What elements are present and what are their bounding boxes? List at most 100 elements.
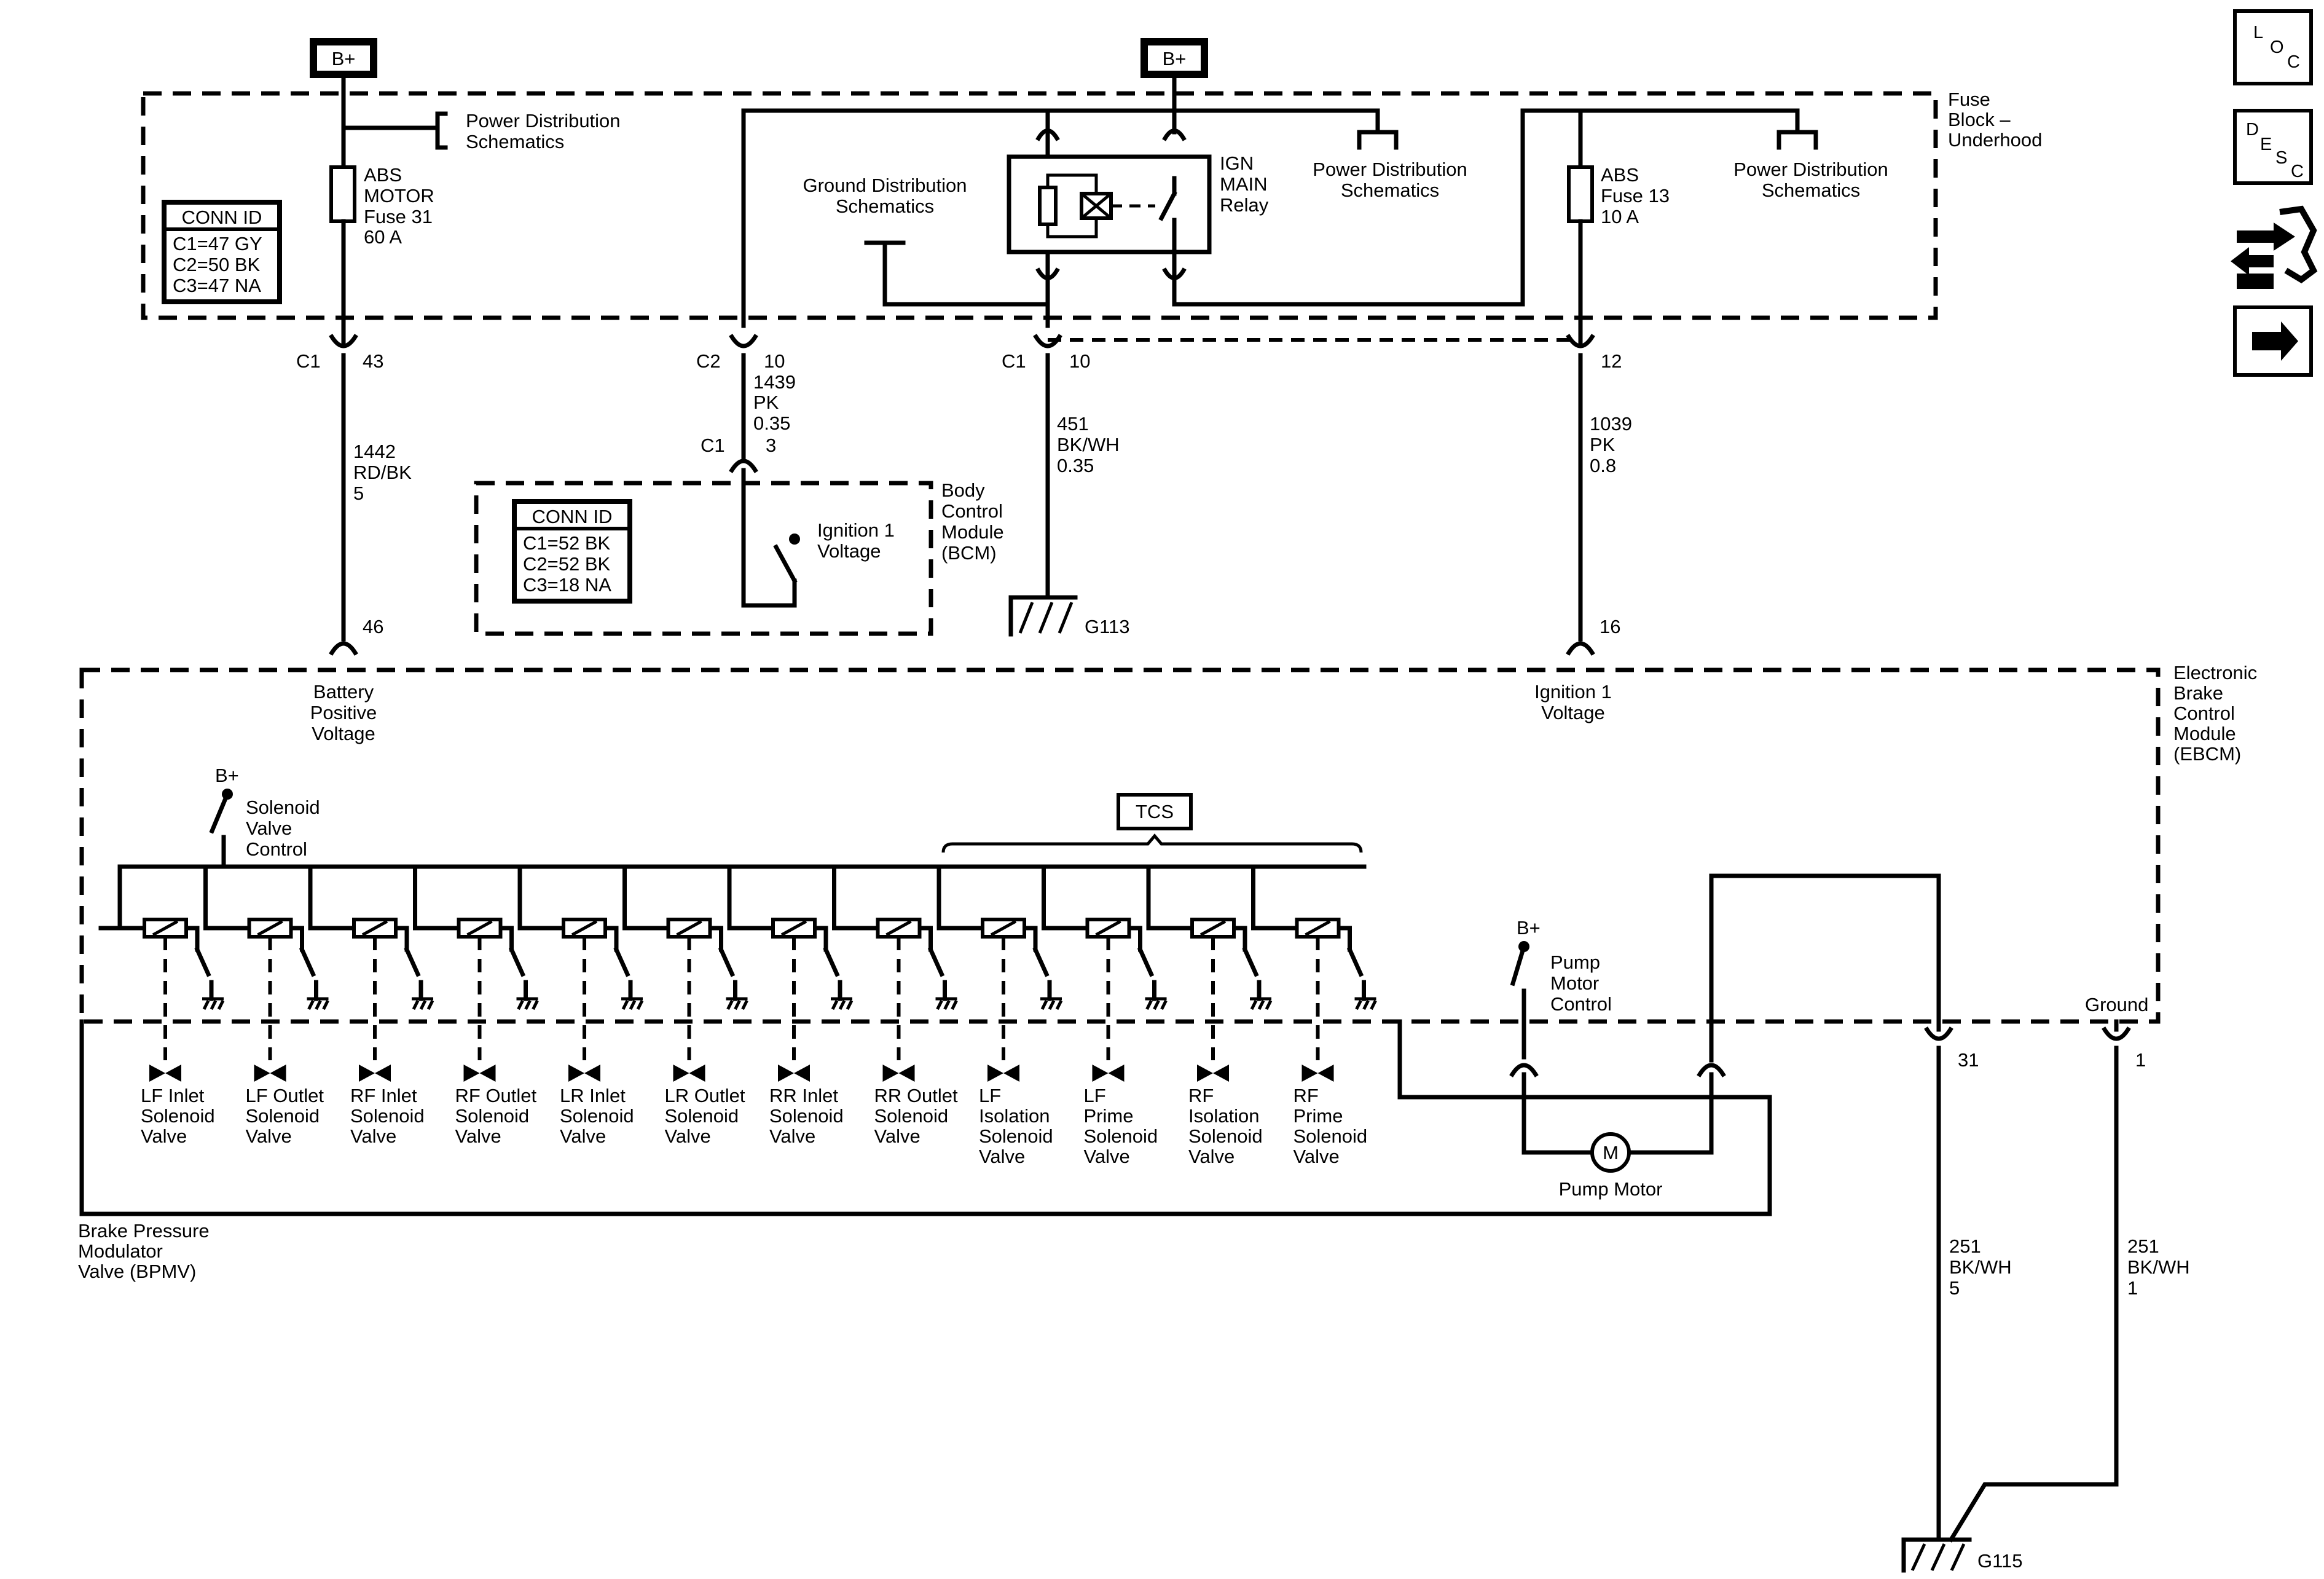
svg-text:Battery: Battery bbox=[313, 681, 374, 703]
svg-text:C3=47 NA: C3=47 NA bbox=[173, 275, 261, 296]
solenoid-control-b-plus: B+ bbox=[215, 765, 239, 786]
pump-motor-m: M bbox=[1603, 1142, 1619, 1164]
svg-text:Solenoid: Solenoid bbox=[979, 1125, 1053, 1147]
svg-text:CONN ID: CONN ID bbox=[532, 506, 613, 527]
valve-symbol bbox=[149, 1065, 181, 1082]
svg-text:C1=47 GY: C1=47 GY bbox=[173, 233, 262, 254]
svg-text:Power Distribution: Power Distribution bbox=[1733, 159, 1888, 180]
svg-text:Fuse: Fuse bbox=[1948, 89, 1990, 110]
svg-text:1039: 1039 bbox=[1590, 413, 1632, 435]
svg-text:Schematics: Schematics bbox=[466, 131, 564, 152]
svg-text:Solenoid: Solenoid bbox=[350, 1105, 425, 1127]
svg-text:0.35: 0.35 bbox=[1057, 455, 1094, 476]
tcs-bracket bbox=[941, 833, 1363, 853]
svg-text:Schematics: Schematics bbox=[836, 195, 934, 217]
wire-251-pin31-label: 251 BK/WH 5 bbox=[1949, 1235, 2012, 1299]
svg-text:Valve: Valve bbox=[665, 1125, 711, 1147]
svg-text:LR Outlet: LR Outlet bbox=[665, 1085, 745, 1106]
svg-text:1439: 1439 bbox=[753, 371, 796, 393]
svg-text:LF Outlet: LF Outlet bbox=[246, 1085, 324, 1106]
svg-text:Fuse 31: Fuse 31 bbox=[364, 206, 433, 227]
abs-fuse-13-symbol bbox=[1567, 165, 1594, 223]
ebcm-outline bbox=[79, 667, 2161, 1024]
svg-text:Ground Distribution: Ground Distribution bbox=[803, 175, 967, 196]
svg-text:Brake Pressure: Brake Pressure bbox=[78, 1220, 210, 1242]
valve-symbol bbox=[778, 1065, 810, 1082]
valve-symbol bbox=[1092, 1065, 1125, 1082]
wire-pump-to-pin31 bbox=[1709, 873, 1941, 1063]
pump-motor-control-switch bbox=[1510, 941, 1529, 1060]
bpmv-outline bbox=[79, 1019, 1772, 1216]
svg-text:Motor: Motor bbox=[1550, 972, 1599, 994]
b-plus-box-right: B+ bbox=[1140, 38, 1208, 78]
ground-g115-label: G115 bbox=[1977, 1550, 2023, 1572]
svg-text:Voltage: Voltage bbox=[312, 723, 375, 744]
ground-distribution-label: Ground Distribution Schematics bbox=[803, 175, 967, 217]
svg-text:Control: Control bbox=[941, 500, 1003, 522]
solenoid-valve-control-label: Solenoid Valve Control bbox=[246, 797, 320, 860]
wire-pd-branch-mid bbox=[1172, 108, 1380, 135]
svg-text:1442: 1442 bbox=[353, 441, 396, 462]
svg-text:Solenoid: Solenoid bbox=[874, 1105, 949, 1127]
ground-g115-symbol bbox=[1901, 1537, 1972, 1573]
svg-text:Valve: Valve bbox=[1188, 1146, 1235, 1167]
wire-251-pin1-label: 251 BK/WH 1 bbox=[2127, 1235, 2190, 1299]
fuse-block-outline bbox=[141, 91, 1938, 320]
connector-c1-10-label: C1 bbox=[1002, 350, 1026, 372]
pin-3: 3 bbox=[766, 435, 776, 456]
next-arrow-icon[interactable] bbox=[2233, 305, 2313, 377]
svg-text:Fuse 13: Fuse 13 bbox=[1601, 185, 1670, 207]
svg-text:Brake: Brake bbox=[2173, 682, 2223, 704]
svg-text:Power Distribution: Power Distribution bbox=[466, 110, 621, 132]
svg-text:BK/WH: BK/WH bbox=[1057, 434, 1120, 455]
loc-icon[interactable]: L O C bbox=[2233, 9, 2313, 85]
wire-451-label: 451 BK/WH 0.35 bbox=[1057, 413, 1120, 476]
pump-motor-label: Pump Motor bbox=[1559, 1178, 1663, 1200]
svg-text:Block –: Block – bbox=[1948, 109, 2011, 130]
svg-text:RF: RF bbox=[1188, 1085, 1214, 1106]
svg-text:LR Inlet: LR Inlet bbox=[560, 1085, 626, 1106]
svg-text:RF: RF bbox=[1294, 1085, 1319, 1106]
wire-bcm-relay-feed bbox=[741, 108, 1177, 328]
svg-text:Relay: Relay bbox=[1220, 194, 1269, 216]
valve-symbol bbox=[1301, 1065, 1334, 1082]
pd-bracket-mid bbox=[1357, 130, 1399, 150]
svg-text:Valve: Valve bbox=[1084, 1146, 1130, 1167]
ebcm-battery-voltage-label: Battery Positive Voltage bbox=[310, 681, 377, 744]
pump-motor-control-label: Pump Motor Control bbox=[1550, 951, 1612, 1015]
valve-symbol bbox=[987, 1065, 1019, 1082]
connector-tool-icon[interactable] bbox=[2231, 205, 2318, 289]
svg-text:Valve: Valve bbox=[141, 1125, 187, 1147]
conn-id-bcm: CONN ID C1=52 BK C2=52 BK C3=18 NA bbox=[512, 499, 632, 604]
svg-text:Modulator: Modulator bbox=[78, 1240, 163, 1262]
svg-text:1: 1 bbox=[2127, 1277, 2138, 1299]
abs-motor-fuse-symbol bbox=[329, 165, 356, 223]
svg-text:451: 451 bbox=[1057, 413, 1089, 435]
pin-12: 12 bbox=[1601, 350, 1622, 372]
wire-pump-motor-left bbox=[1521, 1072, 1594, 1155]
svg-text:Voltage: Voltage bbox=[1541, 702, 1604, 723]
svg-text:TCS: TCS bbox=[1136, 801, 1174, 822]
svg-text:MAIN: MAIN bbox=[1220, 173, 1268, 195]
wire-1439-label: 1439 PK 0.35 bbox=[753, 371, 796, 434]
svg-text:Valve: Valve bbox=[350, 1125, 396, 1147]
power-distribution-label-left: Power Distribution Schematics bbox=[466, 110, 621, 152]
ebcm-ground-label: Ground bbox=[2085, 994, 2148, 1015]
desc-icon[interactable]: D E S C bbox=[2233, 109, 2313, 185]
svg-text:RF Inlet: RF Inlet bbox=[350, 1085, 417, 1106]
bcm-outline bbox=[474, 481, 933, 636]
